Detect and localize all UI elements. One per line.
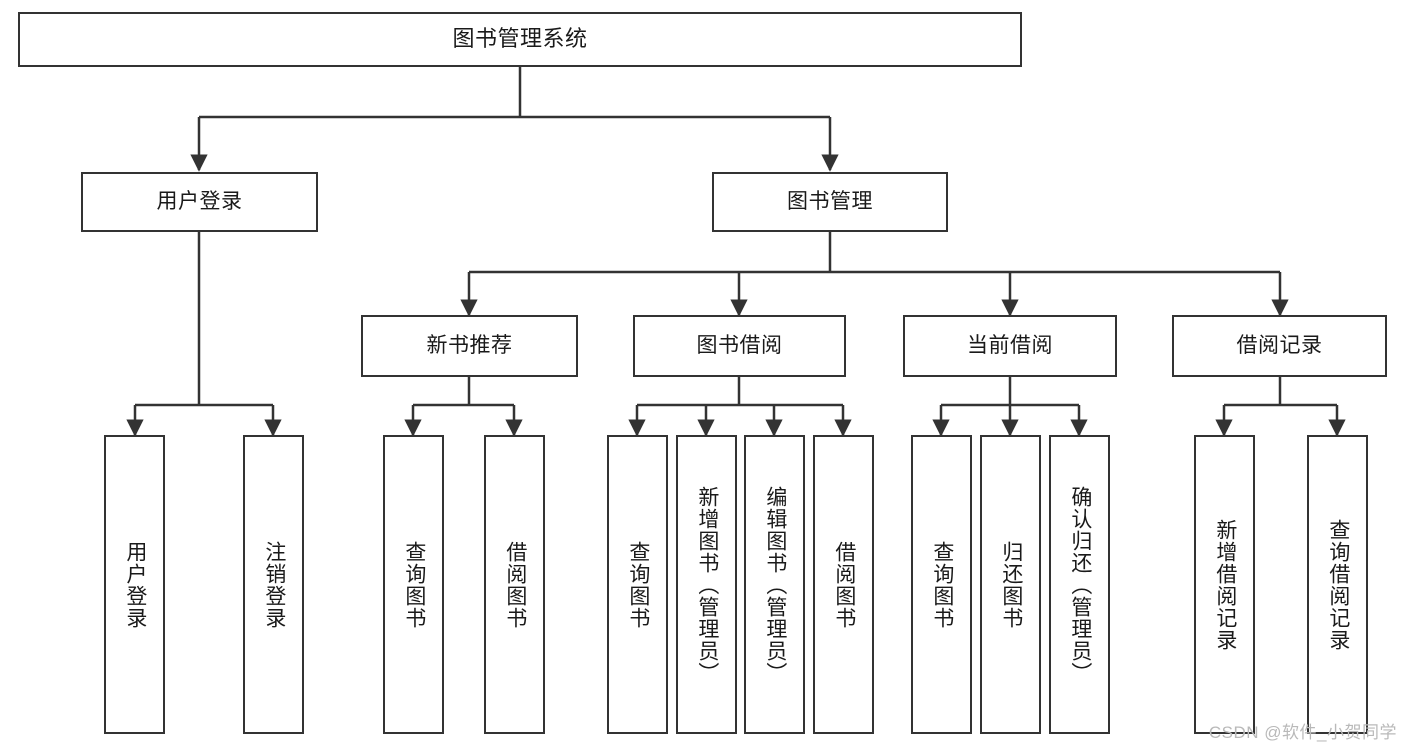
node-label: 图书管理 <box>787 190 873 214</box>
leaf-book-borrow-add[interactable]: 新增图书（管理员） <box>676 435 737 734</box>
node-label: 新增图书（管理员） <box>695 485 719 684</box>
node-root-system[interactable]: 图书管理系统 <box>18 12 1022 67</box>
leaf-current-borrow-confirm-return[interactable]: 确认归还（管理员） <box>1049 435 1110 734</box>
node-book-management[interactable]: 图书管理 <box>712 172 948 232</box>
node-label: 注销登录 <box>262 540 286 629</box>
node-label: 借阅图书 <box>832 540 856 629</box>
node-label: 查询图书 <box>626 540 650 629</box>
csdn-watermark: CSDN @软件_小贺同学 <box>1208 723 1397 742</box>
leaf-user-login-logout[interactable]: 注销登录 <box>243 435 304 734</box>
node-label: 借阅记录 <box>1236 334 1323 358</box>
leaf-borrow-record-add[interactable]: 新增借阅记录 <box>1194 435 1255 734</box>
leaf-current-borrow-return[interactable]: 归还图书 <box>980 435 1041 734</box>
leaf-user-login-login[interactable]: 用户登录 <box>104 435 165 734</box>
leaf-current-borrow-query[interactable]: 查询图书 <box>911 435 972 734</box>
node-label: 查询图书 <box>402 540 426 629</box>
leaf-book-borrow-edit[interactable]: 编辑图书（管理员） <box>744 435 805 734</box>
leaf-book-borrow-query[interactable]: 查询图书 <box>607 435 668 734</box>
node-label: 借阅图书 <box>503 540 527 629</box>
node-book-borrow[interactable]: 图书借阅 <box>633 315 846 377</box>
node-label: 新增借阅记录 <box>1213 518 1237 651</box>
leaf-book-borrow-borrow[interactable]: 借阅图书 <box>813 435 874 734</box>
node-label: 用户登录 <box>156 190 243 214</box>
leaf-borrow-record-query[interactable]: 查询借阅记录 <box>1307 435 1368 734</box>
leaf-new-book-query[interactable]: 查询图书 <box>383 435 444 734</box>
node-label: 当前借阅 <box>967 334 1053 358</box>
leaf-new-book-borrow[interactable]: 借阅图书 <box>484 435 545 734</box>
node-label: 用户登录 <box>123 540 147 629</box>
node-label: 编辑图书（管理员） <box>763 485 787 684</box>
node-label: 查询图书 <box>930 540 954 629</box>
node-label: 图书管理系统 <box>452 26 588 52</box>
node-borrow-record[interactable]: 借阅记录 <box>1172 315 1387 377</box>
node-current-borrow[interactable]: 当前借阅 <box>903 315 1117 377</box>
node-label: 查询借阅记录 <box>1326 518 1350 651</box>
node-label: 确认归还（管理员） <box>1068 485 1092 684</box>
node-new-book-recommend[interactable]: 新书推荐 <box>361 315 578 377</box>
node-label: 归还图书 <box>999 540 1023 629</box>
node-label: 图书借阅 <box>696 334 783 358</box>
node-label: 新书推荐 <box>426 334 513 358</box>
node-user-login[interactable]: 用户登录 <box>81 172 318 232</box>
